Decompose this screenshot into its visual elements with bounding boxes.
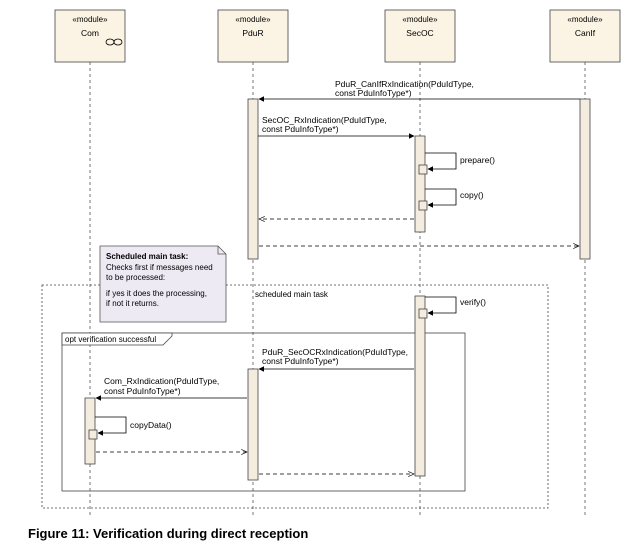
message-label: copy() — [460, 190, 484, 200]
self-call-arrow — [425, 152, 457, 172]
note-scheduled-main-task: Scheduled main task: Checks first if mes… — [99, 245, 227, 323]
self-call-arrow — [425, 296, 457, 316]
activation-secoc-1 — [414, 135, 426, 233]
module-pdur-stereotype: «module» — [235, 15, 271, 24]
module-pdur: «module» PduR — [217, 9, 289, 63]
activation-canif — [579, 98, 591, 260]
infinity-icon — [105, 38, 123, 46]
activation-com-nested — [88, 429, 98, 440]
note-title: Scheduled main task: — [106, 252, 188, 261]
module-secoc: «module» SecOC — [384, 9, 456, 63]
activation-secoc-nested — [418, 164, 428, 175]
self-call-arrow — [425, 188, 457, 208]
module-com: «module» Com — [54, 9, 126, 63]
activation-pdur-2 — [247, 368, 259, 481]
note-line: Checks first if messages need — [106, 263, 213, 272]
figure-caption: Figure 11: Verification during direct re… — [28, 526, 309, 541]
module-pdur-name: PduR — [242, 28, 263, 38]
message-label: Com_RxIndication(PduIdType, — [104, 376, 219, 386]
module-com-stereotype: «module» — [72, 15, 108, 24]
activation-secoc-2 — [414, 295, 426, 477]
module-secoc-name: SecOC — [406, 28, 433, 38]
activation-pdur-1 — [247, 98, 259, 260]
module-canif-stereotype: «module» — [567, 15, 603, 24]
message-label: copyData() — [130, 420, 172, 430]
note-line: to be processed: — [106, 273, 165, 282]
note-line: if not it returns. — [106, 299, 159, 308]
module-com-name: Com — [81, 28, 99, 38]
activation-secoc-nested — [418, 200, 428, 211]
module-secoc-stereotype: «module» — [402, 15, 438, 24]
fragment-opt — [61, 332, 466, 492]
fragment-scheduled-label: scheduled main task — [255, 290, 329, 299]
message-label: const PduInfoType*) — [335, 88, 412, 98]
module-canif-name: CanIf — [575, 28, 596, 38]
message-label: prepare() — [460, 155, 495, 165]
self-call-arrow — [95, 416, 127, 436]
message-label: const PduInfoType*) — [262, 124, 339, 134]
message-label: const PduInfoType*) — [104, 386, 181, 396]
module-canif: «module» CanIf — [549, 9, 621, 63]
note-line: if yes it does the processing, — [106, 289, 207, 298]
message-label: SecOC_RxIndication(PduIdType, — [262, 115, 387, 125]
message-label: PduR_SecOCRxIndication(PduIdType, — [262, 347, 408, 357]
fragment-scheduled-main-task — [41, 284, 549, 509]
message-label: const PduInfoType*) — [262, 356, 339, 366]
fragment-opt-tab — [61, 332, 173, 346]
activation-secoc-nested — [418, 308, 428, 319]
message-label: verify() — [460, 297, 486, 307]
fragment-opt-label: opt verification successful — [65, 335, 156, 344]
message-label: PduR_CanIfRxIndication(PduIdType, — [335, 79, 474, 89]
